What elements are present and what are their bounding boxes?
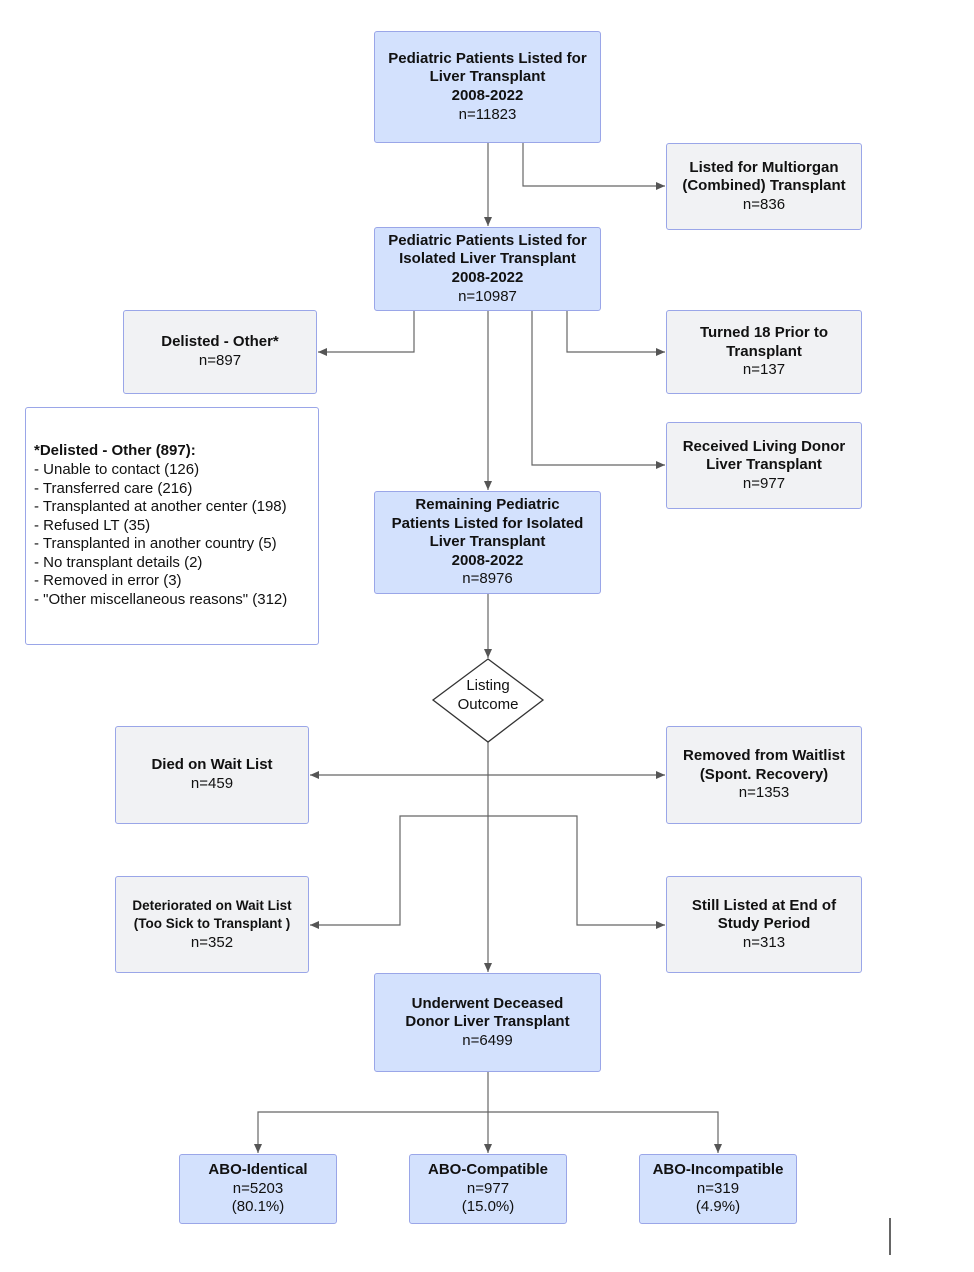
box-still-listed: Still Listed at End of Study Period n=31…	[666, 876, 862, 973]
box-remaining: Remaining Pediatric Patients Listed for …	[374, 491, 601, 594]
decision-line: Listing	[466, 677, 510, 694]
box-title-line: Remaining Pediatric	[415, 496, 560, 514]
box-title-line: ABO-Incompatible	[652, 1161, 784, 1179]
box-abo-compatible: ABO-Compatible n=977 (15.0%)	[409, 1154, 567, 1224]
notes-item: - Transplanted in another country (5)	[34, 535, 277, 553]
box-count: n=137	[742, 361, 786, 379]
box-title-line: Removed from Waitlist	[683, 747, 845, 765]
box-title-line: Listed for Multiorgan	[689, 158, 839, 176]
box-title-line: Transplant	[726, 342, 802, 360]
box-title-line: Isolated Liver Transplant	[399, 250, 576, 268]
arrow-listed-to-multiorgan	[522, 143, 665, 190]
delisted-notes-box: *Delisted - Other (897): - Unable to con…	[25, 407, 319, 645]
box-turned18: Turned 18 Prior to Transplant n=137	[666, 310, 862, 394]
box-title-line: Liver Transplant	[429, 533, 546, 551]
arrow-to-still-listed	[488, 815, 665, 929]
box-count: n=313	[742, 933, 786, 951]
box-count: n=897	[198, 352, 242, 369]
box-died: Died on Wait List n=459	[115, 726, 309, 824]
box-title-line: Liver Transplant	[429, 68, 546, 86]
box-count: n=977	[466, 1179, 510, 1197]
box-title-line: (Too Sick to Transplant )	[133, 916, 291, 932]
box-count: n=6499	[462, 1031, 513, 1049]
box-count: n=11823	[458, 105, 517, 123]
box-title-line: Donor Liver Transplant	[405, 1013, 570, 1031]
arrow-isolated-to-delisted	[318, 310, 415, 356]
box-title-line: Underwent Deceased	[411, 994, 564, 1012]
notes-item: - "Other miscellaneous reasons" (312)	[34, 591, 288, 609]
decision-diamond	[431, 658, 545, 743]
box-listed: Pediatric Patients Listed for Liver Tran…	[374, 31, 601, 143]
box-title-line: Pediatric Patients Listed for	[388, 49, 587, 67]
box-title-line: (Combined) Transplant	[682, 177, 846, 195]
notes-item: - No transplant details (2)	[34, 553, 203, 571]
notes-item: - Unable to contact (126)	[34, 460, 200, 478]
box-title-line: Pediatric Patients Listed for	[388, 231, 587, 249]
box-title-line: Died on Wait List	[151, 756, 273, 774]
box-removed: Removed from Waitlist (Spont. Recovery) …	[666, 726, 862, 824]
decision-label: Listing Outcome	[438, 677, 538, 714]
box-title-line: 2008-2022	[451, 269, 524, 286]
notes-item: - Removed in error (3)	[34, 572, 182, 590]
notes-item: - Transferred care (216)	[34, 479, 193, 497]
box-title-line: 2008-2022	[451, 551, 524, 569]
box-count: n=1353	[738, 784, 790, 802]
box-title-line: 2008-2022	[451, 87, 524, 104]
notes-item: - Transplanted at another center (198)	[34, 498, 287, 516]
box-percent: (80.1%)	[231, 1198, 285, 1216]
box-title-line: ABO-Identical	[208, 1161, 308, 1179]
box-count: n=8976	[462, 570, 513, 588]
box-title-line: Delisted - Other*	[161, 333, 279, 351]
box-multiorgan: Listed for Multiorgan (Combined) Transpl…	[666, 143, 862, 230]
decision-line: Outcome	[457, 695, 519, 713]
box-count: n=5203	[232, 1179, 284, 1197]
box-title-line: ABO-Compatible	[428, 1161, 548, 1179]
box-title-line: Study Period	[717, 915, 811, 933]
box-count: n=352	[190, 933, 234, 951]
arrow-to-deteriorated	[310, 815, 488, 929]
box-count: n=10987	[458, 287, 517, 305]
box-count: n=836	[742, 195, 786, 213]
box-living-donor: Received Living Donor Liver Transplant n…	[666, 422, 862, 509]
arrow-to-abo-identical	[254, 1111, 488, 1153]
box-abo-identical: ABO-Identical n=5203 (80.1%)	[179, 1154, 337, 1224]
box-isolated: Pediatric Patients Listed for Isolated L…	[374, 227, 601, 311]
arrow-isolated-to-living-donor	[531, 310, 665, 469]
box-count: n=459	[190, 775, 234, 792]
box-title-line: Liver Transplant	[706, 456, 822, 474]
box-title-line: Received Living Donor	[682, 437, 846, 455]
box-percent: (15.0%)	[461, 1198, 515, 1216]
box-title-line: Deteriorated on Wait List	[132, 897, 292, 913]
notes-title: *Delisted - Other (897):	[34, 442, 196, 460]
arrow-isolated-to-turned18	[566, 310, 665, 356]
arrow-to-abo-incompatible	[488, 1111, 722, 1153]
box-deteriorated: Deteriorated on Wait List (Too Sick to T…	[115, 876, 309, 973]
box-title-line: Patients Listed for Isolated	[391, 514, 584, 532]
box-title-line: (Spont. Recovery)	[699, 765, 829, 783]
box-count: n=977	[742, 474, 786, 492]
notes-item: - Refused LT (35)	[34, 516, 151, 534]
box-percent: (4.9%)	[695, 1198, 741, 1216]
box-abo-incompatible: ABO-Incompatible n=319 (4.9%)	[639, 1154, 797, 1224]
box-count: n=319	[696, 1179, 740, 1197]
box-deceased-donor: Underwent Deceased Donor Liver Transplan…	[374, 973, 601, 1072]
box-delisted-other: Delisted - Other* n=897	[123, 310, 317, 394]
box-title-line: Still Listed at End of	[691, 896, 837, 914]
box-title-line: Turned 18 Prior to	[699, 324, 829, 342]
